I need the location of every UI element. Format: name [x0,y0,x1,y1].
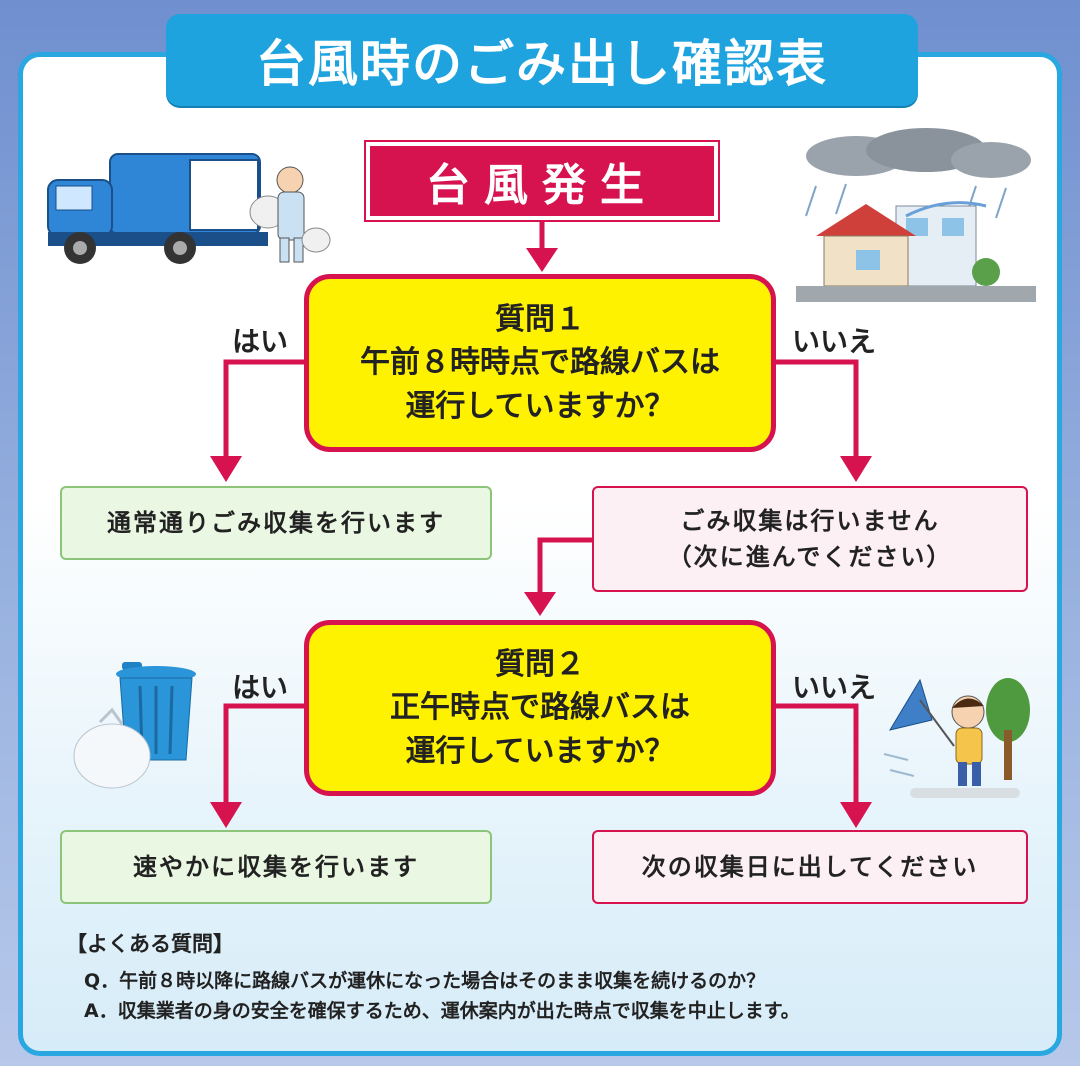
faq-heading: 【よくある質問】 [66,932,234,956]
start-typhoon-box: 台風発生 [364,140,720,222]
answer-2-yes-text: 速やかに収集を行います [133,853,419,881]
q2-no-label: いいえ [792,671,877,704]
faq-question: Q．午前８時以降に路線バスが運休になった場合はそのまま収集を続けるのか？ [84,970,766,992]
answer-2-yes-box: 速やかに収集を行います [60,830,492,904]
answer-1-yes-box: 通常通りごみ収集を行います [60,486,492,560]
question-1-line2: 運行していますか？ [405,388,675,424]
q1-no-label: いいえ [792,325,877,358]
q2-yes-label: はい [232,671,289,704]
answer-1-no-box: ごみ収集は行いません （次に進んでください） [592,486,1028,592]
question-1-line1: 午前８時時点で路線バスは [360,345,720,381]
answer-2-no-text: 次の収集日に出してください [641,853,979,881]
trash-bin-illustration [73,662,196,789]
question-2-box: 質問２ 正午時点で路線バスは 運行していますか？ [304,620,776,796]
question-2-label: 質問２ [495,646,585,682]
windy-child-illustration [883,678,1030,798]
question-1-label: 質問１ [495,301,585,337]
question-1-box: 質問１ 午前８時時点で路線バスは 運行していますか？ [304,274,776,452]
garbage-truck-illustration [47,153,331,264]
page-title: 台風時のごみ出し確認表 [166,14,918,106]
question-2-line1: 正午時点で路線バスは [390,690,690,726]
q1-yes-label: はい [232,325,289,358]
faq-section: 【よくある質問】 Q．午前８時以降に路線バスが運休になった場合はそのまま収集を続… [66,928,1026,1027]
answer-1-no-line1: ごみ収集は行いません [680,507,940,535]
question-2-line2: 運行していますか？ [405,733,675,769]
answer-1-no-line2: （次に進んでください） [667,543,953,571]
faq-answer: A．収集業者の身の安全を確保するため、運休案内が出た時点で収集を中止します。 [84,1000,800,1023]
answer-2-no-box: 次の収集日に出してください [592,830,1028,904]
answer-1-yes-text: 通常通りごみ収集を行います [107,509,445,537]
storm-house-illustration [796,128,1036,302]
